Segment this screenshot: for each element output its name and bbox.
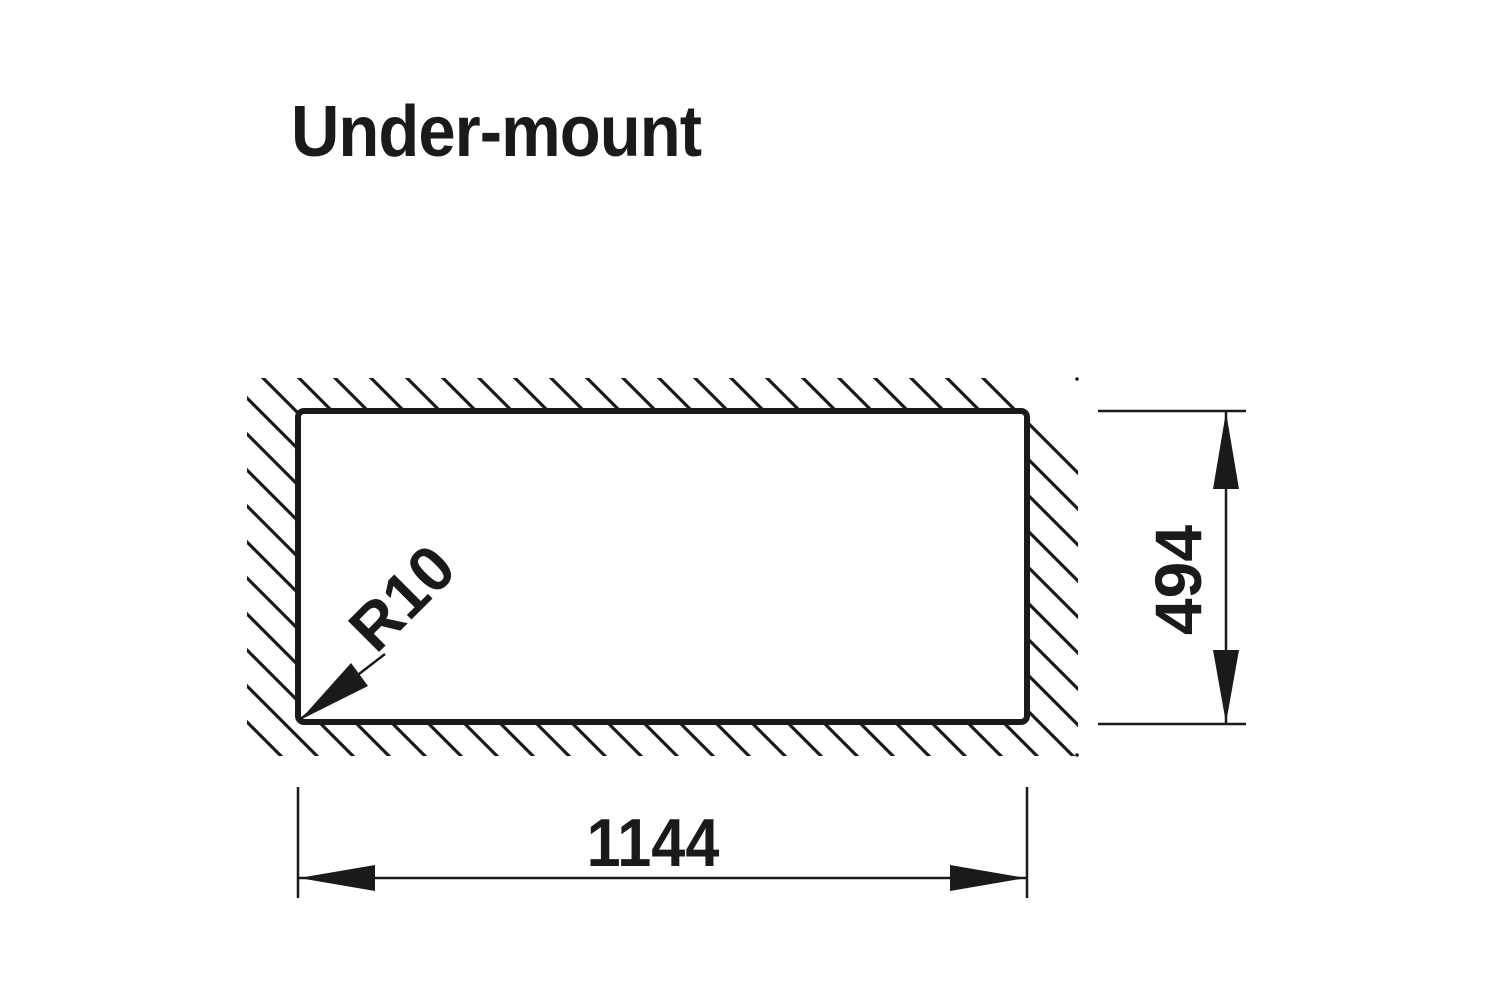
radius-arrow-icon: [300, 663, 368, 720]
diagram-title: Under-mount: [291, 92, 702, 172]
width-dimension: 1144: [296, 787, 1029, 898]
height-label: 494: [1141, 525, 1215, 635]
arrow-right-icon: [950, 865, 1026, 891]
arrow-left-icon: [299, 865, 375, 891]
arrow-down-icon: [1213, 650, 1239, 723]
corner-dot: [1075, 753, 1079, 757]
width-label: 1144: [587, 804, 720, 881]
arrow-up-icon: [1213, 412, 1239, 489]
corner-dot: [1075, 377, 1079, 381]
sink-cutout-outline: [295, 408, 1030, 725]
height-dimension: 494: [1098, 409, 1246, 726]
hatch-line: [247, 378, 1078, 553]
